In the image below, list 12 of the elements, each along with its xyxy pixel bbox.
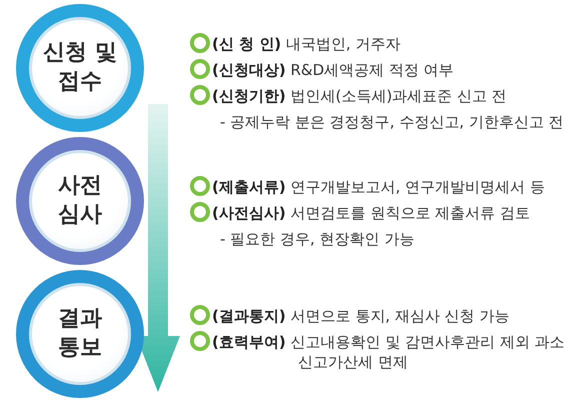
bullet-text: (신청대상) R&D세액공제 적정 여부 xyxy=(212,60,455,80)
bullet-text: (제출서류) 연구개발보고서, 연구개발비명세서 등 xyxy=(212,177,546,197)
note-text: - 필요한 경우, 현장확인 가능 xyxy=(220,229,414,249)
bullet-text: (효력부여) 신고내용확인 및 감면사후관리 제외 과소신고가산세 면제 xyxy=(212,332,566,372)
step-label: 결과 통보 xyxy=(57,305,103,362)
bullet-text: (신청기한) 법인세(소득세)과세표준 신고 전 xyxy=(212,86,508,106)
bullet-text: (신 청 인) 내국법인, 거주자 xyxy=(212,34,402,54)
bullet-text: (결과통지) 서면으로 통지, 재심사 신청 가능 xyxy=(212,306,510,326)
step-label: 신청 및 접수 xyxy=(42,39,118,96)
bullet-text: (사전심사) 서면검토를 원칙으로 제출서류 검토 xyxy=(212,203,531,223)
note-text: - 공제누락 분은 경정청구, 수정신고, 기한후신고 전 xyxy=(220,112,564,132)
step-label: 사전 심사 xyxy=(57,172,103,229)
